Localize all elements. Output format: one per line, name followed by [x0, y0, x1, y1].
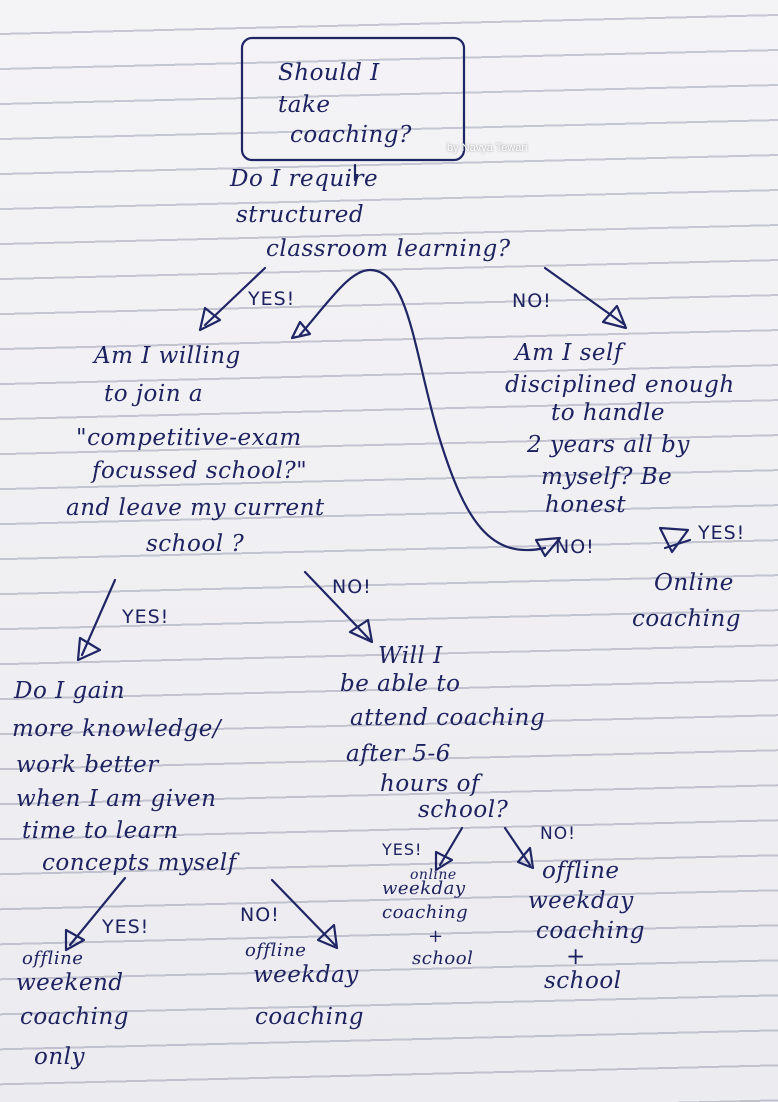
label-self-yes: YES!: [698, 522, 746, 544]
arrow-knowledge-yes: [68, 876, 127, 947]
arrow-attend-yes: [438, 826, 464, 867]
root-question: Should I take coaching?: [278, 60, 412, 148]
arrowhead-structured-no: [601, 304, 628, 330]
label-school-no: NO!: [332, 576, 372, 598]
label-attend-no: NO!: [540, 824, 576, 844]
arrowhead-knowledge-yes: [64, 928, 86, 952]
outcome-offline-weekday-school: offline weekday coaching + school: [528, 858, 646, 994]
question-learn-myself: Do I gain more knowledge/ work better wh…: [12, 678, 237, 876]
arrow-knowledge-no: [270, 878, 337, 947]
label-structured-no: NO!: [512, 290, 552, 312]
label-structured-yes: YES!: [248, 288, 296, 310]
outcome-offline-weekend: offline weekend coaching only: [16, 948, 130, 1070]
arrowhead-attend-no: [516, 846, 535, 870]
outcome-offline-weekday: offline weekday coaching: [245, 940, 365, 1030]
arrowhead-self-no: [534, 536, 562, 558]
outcome-online-weekday-school: online weekday coaching + school: [382, 867, 474, 969]
arrowhead-structured-yes-2: [290, 320, 312, 340]
question-self-disciplined: Am I self disciplined enough to handle 2…: [505, 340, 735, 518]
arrow-structured-no: [543, 266, 627, 327]
label-knowledge-yes: YES!: [102, 916, 150, 938]
arrow-school-yes: [80, 578, 117, 657]
arrowhead-knowledge-no: [316, 923, 339, 950]
label-self-no: NO!: [555, 536, 595, 558]
arrow-self-no-loop: [298, 268, 547, 552]
arrowhead-school-yes: [76, 636, 102, 662]
question-competitive-school: Am I willing to join a "competitive-exam…: [66, 343, 325, 557]
label-school-yes: YES!: [122, 606, 170, 628]
question-structured-learning: Do I require structured classroom learni…: [230, 166, 511, 262]
arrow-attend-no: [503, 826, 532, 867]
arrowhead-school-no: [348, 618, 374, 644]
question-attend-after-school: Will I be able to attend coaching after …: [340, 643, 546, 823]
arrowhead-self-yes: [658, 526, 690, 554]
label-knowledge-no: NO!: [240, 904, 280, 926]
label-attend-yes: YES!: [382, 840, 423, 859]
arrowhead-structured-yes: [198, 306, 222, 332]
arrowhead-attend-yes: [434, 850, 454, 872]
watermark: by Navya Tewari: [447, 142, 528, 154]
outcome-online-coaching: Online coaching: [632, 570, 742, 632]
root-box: [240, 36, 466, 162]
arrow-school-no: [303, 570, 372, 642]
